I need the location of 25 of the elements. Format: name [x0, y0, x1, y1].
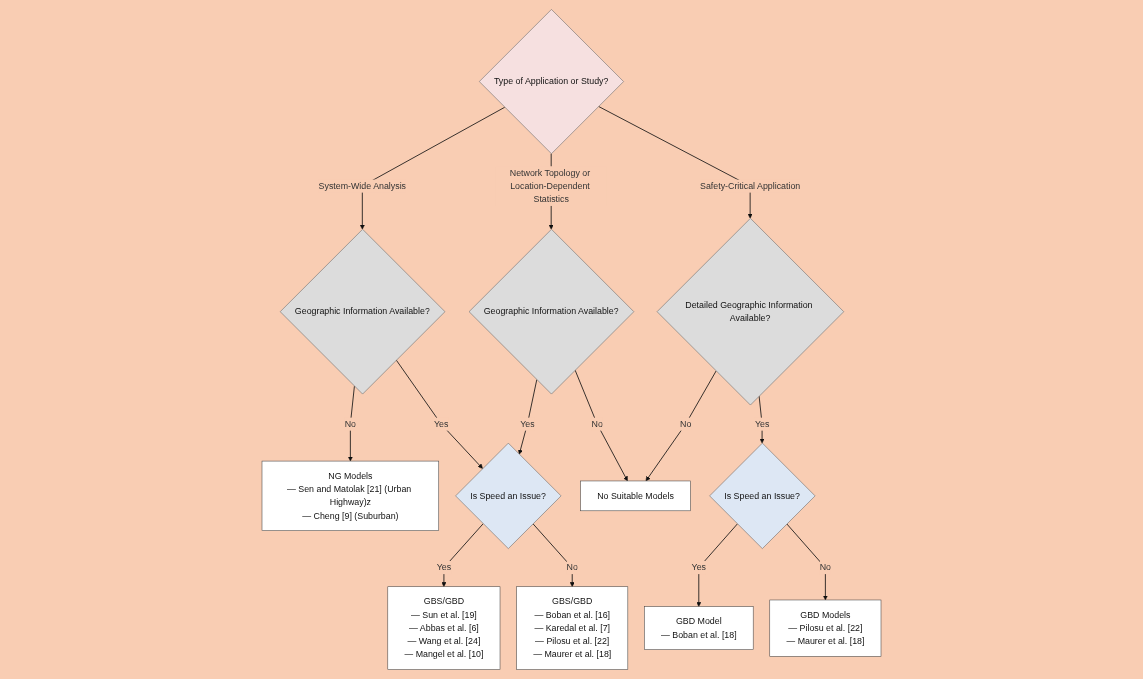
edge-label: Safety-Critical Application — [700, 181, 801, 191]
node-diamond: Geographic Information Available? — [279, 229, 446, 395]
node-box: NG Models — Sen and Matolak [21] (Urban Highway)z — Cheng [9] (Suburban) — [261, 460, 440, 531]
edge-label: Yes — [433, 419, 449, 429]
edge-label: No — [566, 562, 578, 573]
edge-label: No — [344, 419, 357, 429]
node-box: GBD Models — Pilosu et al. [22] — Maurer et al. [18] — [769, 599, 882, 657]
edge-label: Yes — [754, 419, 770, 429]
node-diamond: Geographic Information Available? — [468, 229, 635, 395]
node-diamond: Is Speed an Issue? — [709, 442, 816, 549]
edge-label: No — [819, 562, 832, 573]
node-diamond: Detailed Geographic Information Available? — [656, 218, 845, 406]
node-diamond: Type of Application or Study? — [479, 9, 624, 154]
node-box: GBS/GBD — Sun et al. [19] — Abbas et al. [6] — Wang et al. [24] — Mangel et al. [10] — [387, 586, 501, 670]
node-diamond: Is Speed an Issue? — [455, 442, 562, 549]
edge-label: Network Topology or Location-Dependent Statistics — [509, 167, 591, 204]
edge-label: No — [680, 419, 692, 429]
edge-label: No — [591, 419, 603, 429]
node-box: No Suitable Models — [580, 480, 691, 512]
edge-label: Yes — [436, 562, 452, 573]
node-box: GBD Model — Boban et al. [18] — [644, 606, 754, 650]
edge-label: System-Wide Analysis — [318, 181, 407, 191]
node-box: GBS/GBD — Boban et al. [16] — Karedal et al. [7] — Pilosu et al. [22] — Maurer et al. [18] — [516, 586, 629, 670]
edge-label: Yes — [520, 419, 535, 429]
edge-label: Yes — [691, 562, 707, 573]
